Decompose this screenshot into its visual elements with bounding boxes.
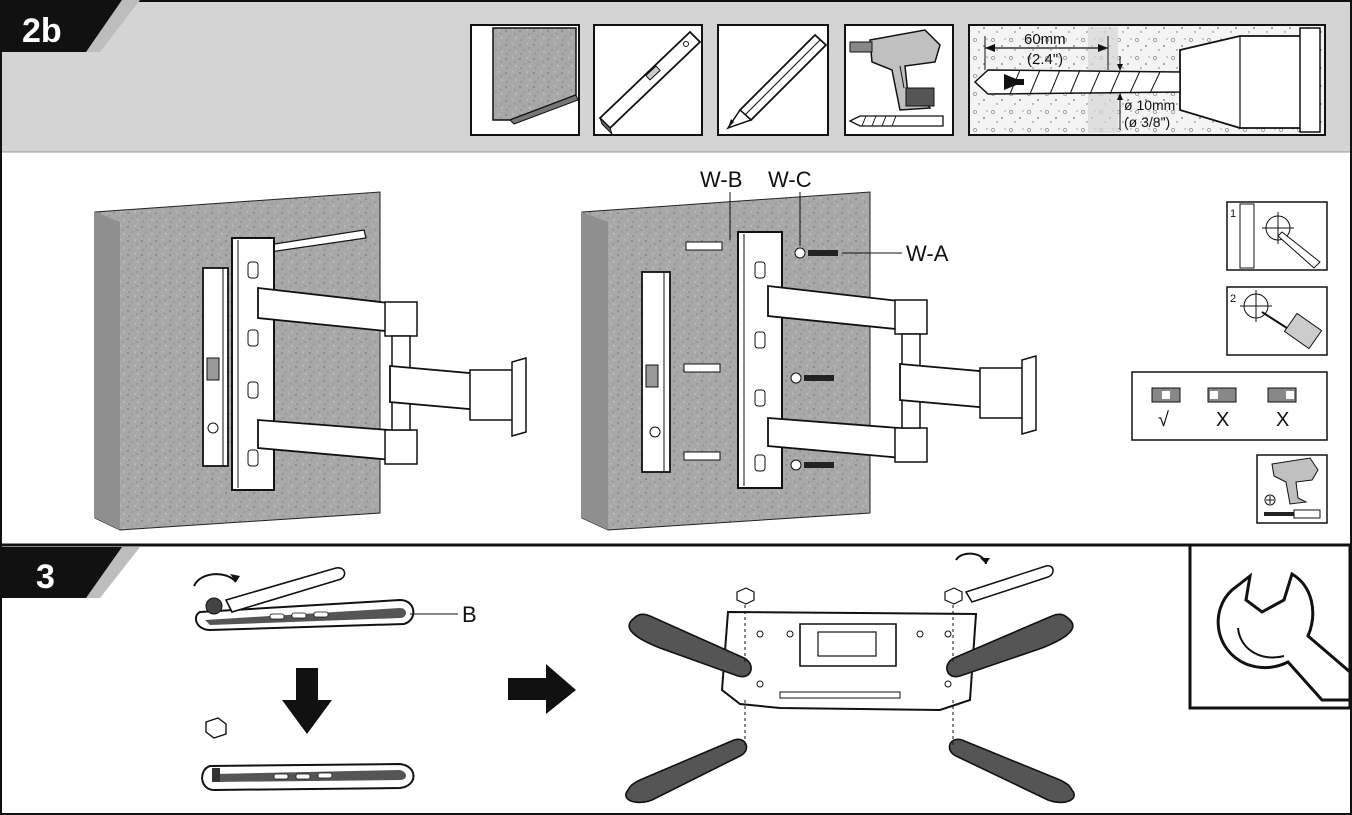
inset-drill-tool: [1256, 454, 1328, 524]
drill-diameter-in: (ø 3/8"): [1124, 114, 1170, 130]
inset-step-mark: 1: [1230, 208, 1236, 220]
drill-depth-mm: 60mm: [1024, 31, 1066, 48]
inset-step-drill: 2: [1230, 293, 1236, 305]
wall-anchor: [683, 241, 723, 461]
hex-nut: [205, 717, 227, 739]
tool-drill-box: [844, 24, 954, 136]
inset-drill-hole: [1226, 286, 1328, 356]
drill-diameter-mm: ø 10mm: [1124, 97, 1175, 113]
down-arrow-icon: [282, 668, 332, 734]
level-correct-mark: √: [1158, 409, 1169, 431]
tool-level-box: [593, 24, 703, 136]
label-b: B: [462, 602, 477, 627]
lag-screw: [808, 250, 838, 256]
drill-depth-detail-box: 60mm (2.4") ø 10mm (ø 3/8"): [968, 24, 1326, 136]
tool-pencil-box: [717, 24, 829, 136]
inset-level-check: [1131, 371, 1328, 441]
label-wa: W-A: [906, 241, 949, 266]
step-3-number: 3: [36, 558, 55, 596]
inset-mark-hole: [1226, 201, 1328, 271]
tool-wall-box: [470, 24, 580, 136]
right-arrow-icon: [508, 664, 576, 714]
step-2b-badge: [0, 0, 122, 52]
level-wrong-mark-1: X: [1216, 409, 1229, 431]
drill-depth-in: (2.4"): [1027, 51, 1063, 68]
bracket-arm-with-nut: [201, 717, 415, 792]
wall-mount-leveling-scene: [94, 191, 527, 531]
label-wc: W-C: [768, 167, 812, 192]
step-3-badge: [0, 547, 122, 598]
vesa-plate-assembly: [625, 552, 1075, 804]
level-wrong-mark-2: X: [1276, 409, 1289, 431]
wall-mount-anchor-scene: [581, 191, 1037, 531]
label-wb: W-B: [700, 167, 742, 192]
wrench-icon: [1188, 543, 1352, 710]
bracket-arm-tightening: [193, 567, 458, 632]
step-2b-number: 2b: [22, 12, 62, 50]
